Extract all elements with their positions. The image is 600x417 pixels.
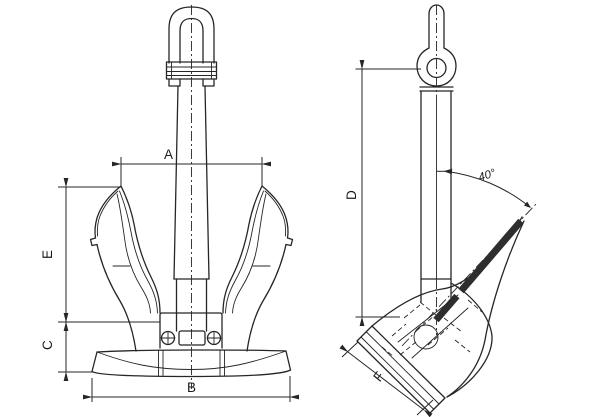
dim-c: C xyxy=(40,312,94,382)
shackle-pin xyxy=(165,61,218,80)
crown-slot xyxy=(178,330,206,346)
dim-d: D xyxy=(344,59,421,327)
fluke-bill-rib xyxy=(458,218,524,294)
angle-arrow-right xyxy=(524,201,531,208)
crown-plate xyxy=(159,312,223,349)
shank-side xyxy=(420,90,452,303)
front-view: A E C B xyxy=(40,5,300,402)
dim-label-b: B xyxy=(187,380,196,395)
dim-e: E xyxy=(40,177,160,332)
side-view: 40° D F xyxy=(339,4,537,417)
dim-label-d: D xyxy=(344,190,359,200)
anchor-base xyxy=(91,349,292,378)
dim-b: B xyxy=(82,376,300,402)
shackle-eye xyxy=(426,57,447,79)
shackle xyxy=(165,6,218,87)
dim-a: A xyxy=(111,147,272,186)
dim-label-a: A xyxy=(164,147,173,162)
angle-annotation: 40° xyxy=(437,167,531,208)
dim-label-c: C xyxy=(40,340,55,350)
dim-label-f: F xyxy=(370,369,387,385)
right-fluke xyxy=(222,185,294,352)
angle-label: 40° xyxy=(477,167,498,184)
shackle-side xyxy=(416,4,457,92)
dim-label-e: E xyxy=(40,250,55,259)
left-fluke xyxy=(89,185,161,352)
shank-front xyxy=(173,85,210,332)
angle-arc xyxy=(445,170,531,208)
angle-arrow-left xyxy=(443,168,453,175)
